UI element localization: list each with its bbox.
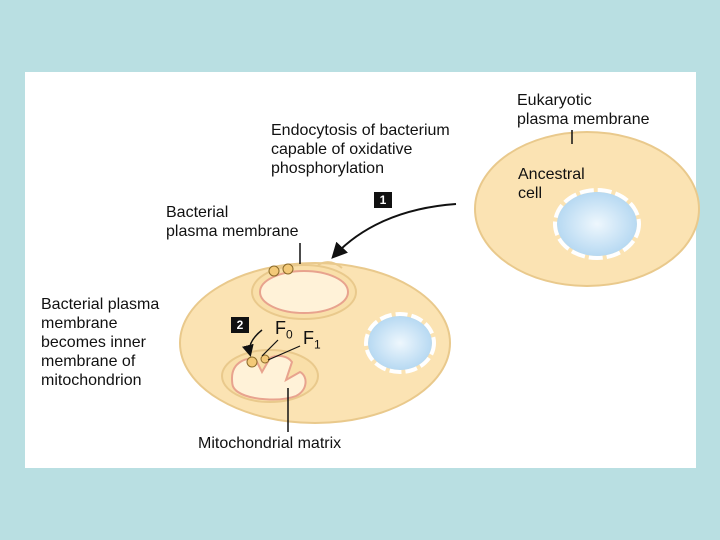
mitochondrion: [221, 349, 319, 403]
f0-subscript: 0: [286, 327, 293, 342]
inner-label-line1: Bacterial plasma: [41, 296, 160, 313]
f1-subscript: 1: [314, 337, 321, 352]
inner-label-line2: membrane: [41, 315, 118, 332]
f1-pointer: [267, 345, 301, 361]
f0-pointer: [261, 339, 279, 357]
step-1-badge: 1: [374, 192, 392, 208]
host-cell-nucleus: [364, 312, 436, 374]
eukaryotic-label-line1: Eukaryotic: [517, 92, 592, 109]
ancestral-cell-label: Ancestral cell: [518, 165, 585, 203]
inner-label-line5: mitochondrion: [41, 372, 142, 389]
endocytosis-arrow: [331, 203, 457, 259]
atp-synthase-lower: [246, 354, 270, 368]
f1-letter: F: [303, 328, 314, 348]
endocytosis-label: Endocytosis of bacterium capable of oxid…: [271, 121, 450, 178]
mitochondrial-matrix-label: Mitochondrial matrix: [198, 435, 342, 452]
ancestral-cell-nucleus: [553, 188, 641, 260]
bacterial-membrane-label: Bacterial plasma membrane: [166, 203, 299, 241]
ancestral-label-line2: cell: [518, 185, 543, 202]
f0-label: F0: [275, 318, 293, 342]
step-2-badge: 2: [231, 317, 249, 333]
ancestral-label-line1: Ancestral: [518, 166, 585, 183]
eukaryotic-label-line2: plasma membrane: [517, 111, 650, 128]
inner-label-line4: membrane of: [41, 353, 136, 370]
endocytosis-label-line1: Endocytosis of bacterium: [271, 122, 450, 139]
inner-label-line3: becomes inner: [41, 334, 146, 351]
f0-letter: F: [275, 318, 286, 338]
bacterial-label-line1: Bacterial: [166, 204, 229, 221]
engulfed-bacterium: [251, 264, 357, 320]
f1-label: F1: [303, 328, 321, 352]
step2-arrow: [242, 329, 263, 357]
inner-membrane-label: Bacterial plasma membrane becomes inner …: [41, 295, 159, 390]
endocytosis-label-line3: phosphorylation: [271, 160, 384, 177]
bacterial-label-line2: plasma membrane: [166, 223, 299, 240]
endocytosis-label-line2: capable of oxidative: [271, 141, 413, 158]
atp-synthase-upper: [268, 263, 294, 277]
eukaryotic-label: Eukaryotic plasma membrane: [517, 91, 650, 129]
